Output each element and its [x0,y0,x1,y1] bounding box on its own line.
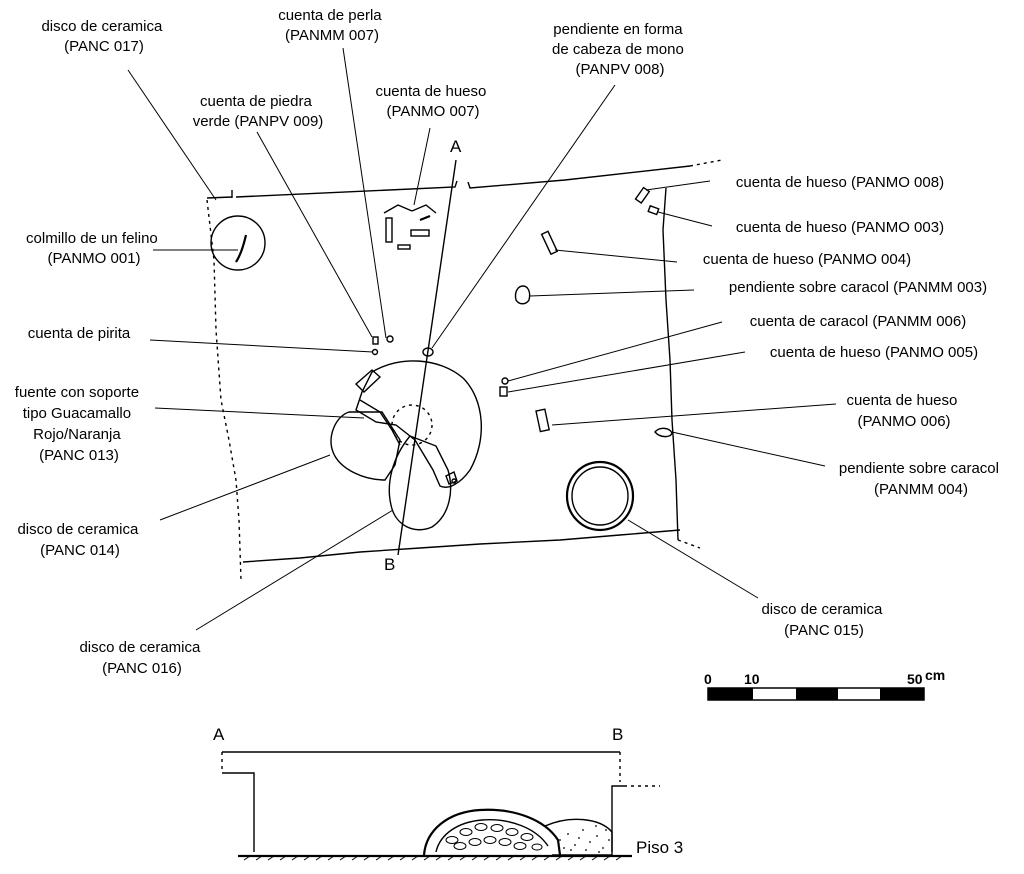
cuenta-hueso-panmo-004 [540,230,559,256]
leader-hueso-008 [645,180,711,191]
label-caracol-006: cuenta de caracol (PANMM 006) [750,313,966,330]
profile-second-vessel [544,818,613,856]
hueso-panmo-007-c [397,244,411,250]
hueso-panmo-007-a [385,217,393,243]
label-disco-017: disco de ceramica (PANC 017) [41,18,166,55]
label-perla-007: cuenta de perla (PANMM 007) [278,7,386,44]
floor-label: Piso 3 [636,838,683,857]
fuente-soporte [354,369,382,393]
leader-lines [127,47,837,631]
label-hueso-004: cuenta de hueso (PANMO 004) [703,251,911,268]
profile-left-wall [222,772,255,852]
disco-panc-015 [565,460,635,532]
profile-mark-b: B [612,725,623,744]
cuenta-perla [386,335,394,343]
leader-caracol-004 [671,431,826,467]
pendiente-caracol-panmm-004 [654,427,673,438]
section-line-ab [397,159,457,556]
disco-panc-016 [388,435,452,531]
cuenta-hueso-panmo-003 [647,204,660,216]
leader-mono [431,84,616,349]
plan-right-edge-dashed [677,539,701,549]
cuenta-hueso-panmo-005 [499,386,508,397]
leader-hueso-007 [413,127,431,206]
label-hueso-005: cuenta de hueso (PANMO 005) [770,344,978,361]
label-hueso-007: cuenta de hueso (PANMO 007) [375,83,490,120]
labels: disco de ceramica (PANC 017) cuenta de p… [15,7,1003,677]
leader-hueso-004 [554,249,678,263]
colmillo-felino [235,234,248,263]
label-piedra-009: cuenta de piedra verde (PANPV 009) [193,93,324,130]
plan-left-edge [206,199,242,581]
scale-tick-0: 0 [704,671,712,687]
hueso-panmo-007-d [419,214,431,222]
pendiente-caracol-panmm-003 [514,285,531,305]
label-mono-008: pendiente en forma de cabeza de mono (PA… [552,21,688,78]
fuente-crack [359,399,401,446]
leader-piedra [256,131,373,338]
scale-bar: 0 10 50 cm [704,667,945,701]
label-disco-016: disco de ceramica (PANC 016) [79,639,204,677]
section-mark-a: A [450,137,462,156]
label-caracol-003: pendiente sobre caracol (PANMM 003) [729,279,987,296]
fuente-panc-013 [355,360,483,488]
leader-hueso-005 [507,351,746,393]
leader-fuente [154,407,365,419]
fuente-dot [451,478,457,484]
scale-seg-3 [796,688,838,700]
label-caracol-004: pendiente sobre caracol (PANMM 004) [839,460,1003,498]
profile-floor-hatch [243,855,623,861]
leader-hueso-006 [551,403,837,426]
plan-right-edge [662,187,679,541]
leader-pirita [149,339,374,353]
label-hueso-008: cuenta de hueso (PANMO 008) [736,174,944,191]
profile-vessel-inner [435,819,549,853]
leader-disco-016 [195,509,394,631]
profile-vessel-outer [422,808,562,856]
disco-panc-017 [210,215,266,271]
disco-panc-014 [330,411,401,481]
scale-tick-10: 10 [744,671,760,687]
profile-mark-a: A [213,725,225,744]
plan-top-edge-dashed [689,159,723,167]
cuenta-pirita [371,348,379,356]
fuente-fragment [445,471,458,485]
pendiente-cabeza-mono [422,347,434,357]
scale-seg-5 [880,688,924,700]
scale-unit: cm [925,667,945,683]
leader-caracol-003 [529,289,695,297]
label-hueso-006: cuenta de hueso (PANMO 006) [846,392,961,430]
profile-stipple [559,825,610,853]
cuenta-piedra-verde [372,336,379,345]
plan-bottom-edge [242,529,681,563]
section-mark-b: B [384,555,395,574]
label-pirita: cuenta de pirita [28,325,131,342]
plan-view [206,159,723,581]
label-hueso-003: cuenta de hueso (PANMO 003) [736,219,944,236]
hueso-panmo-007-b [410,229,430,237]
leader-hueso-003 [657,211,713,227]
leader-disco-015 [627,519,759,599]
profile-right-wall [611,785,624,852]
disco-panc-015-inner [571,466,629,526]
label-disco-014: disco de ceramica (PANC 014) [17,521,142,559]
label-disco-015: disco de ceramica (PANC 015) [761,601,886,639]
leader-disco-017 [127,69,217,201]
cuenta-caracol-panmm-006 [501,377,509,385]
profile-view: A B Piso 3 [213,725,683,861]
cuenta-hueso-panmo-006 [535,408,551,433]
scale-seg-1 [708,688,753,700]
leader-perla [342,47,387,339]
leader-disco-014 [159,454,331,521]
label-fuente-013: fuente con soporte tipo Guacamallo Rojo/… [15,384,143,464]
scale-tick-50: 50 [907,671,923,687]
profile-vessel-contents [445,823,543,851]
plan-top-edge [206,165,691,199]
label-colmillo-001: colmillo de un felino (PANMO 001) [26,230,162,267]
fuente-base-dashed [391,404,433,446]
hueso-panmo-007-bracket [383,204,437,214]
leader-caracol-006 [507,321,723,382]
